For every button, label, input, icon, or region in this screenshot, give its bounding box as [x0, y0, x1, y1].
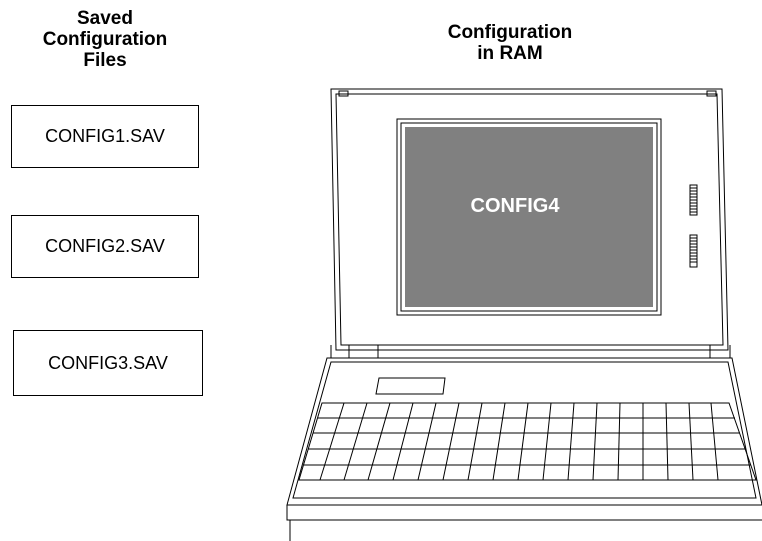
base-front-edge: [286, 505, 762, 521]
screen: [405, 127, 653, 307]
screen-bezel-inner: [400, 122, 658, 312]
keyboard-grid: [304, 402, 751, 481]
saved-files-heading: Saved Configuration Files: [42, 8, 168, 71]
slider-control: [689, 234, 698, 268]
file-label: CONFIG1.SAV: [45, 126, 165, 146]
trackpad: [375, 377, 446, 395]
file-box-config3: CONFIG3.SAV: [13, 330, 203, 396]
keyboard: [298, 402, 757, 481]
file-label: CONFIG3.SAV: [48, 352, 168, 373]
screen-label: CONFIG4: [470, 195, 560, 217]
file-box-config2: CONFIG2.SAV: [11, 215, 199, 278]
lid-corner-mark: [706, 90, 717, 97]
ram-heading: Configuration in RAM: [447, 22, 573, 64]
file-box-config1: CONFIG1.SAV: [11, 105, 199, 168]
lid-corner-mark: [338, 90, 349, 97]
laptop-lid-inner: [335, 93, 724, 346]
file-label: CONFIG2.SAV: [45, 236, 165, 256]
laptop-base-inner: [292, 361, 757, 499]
